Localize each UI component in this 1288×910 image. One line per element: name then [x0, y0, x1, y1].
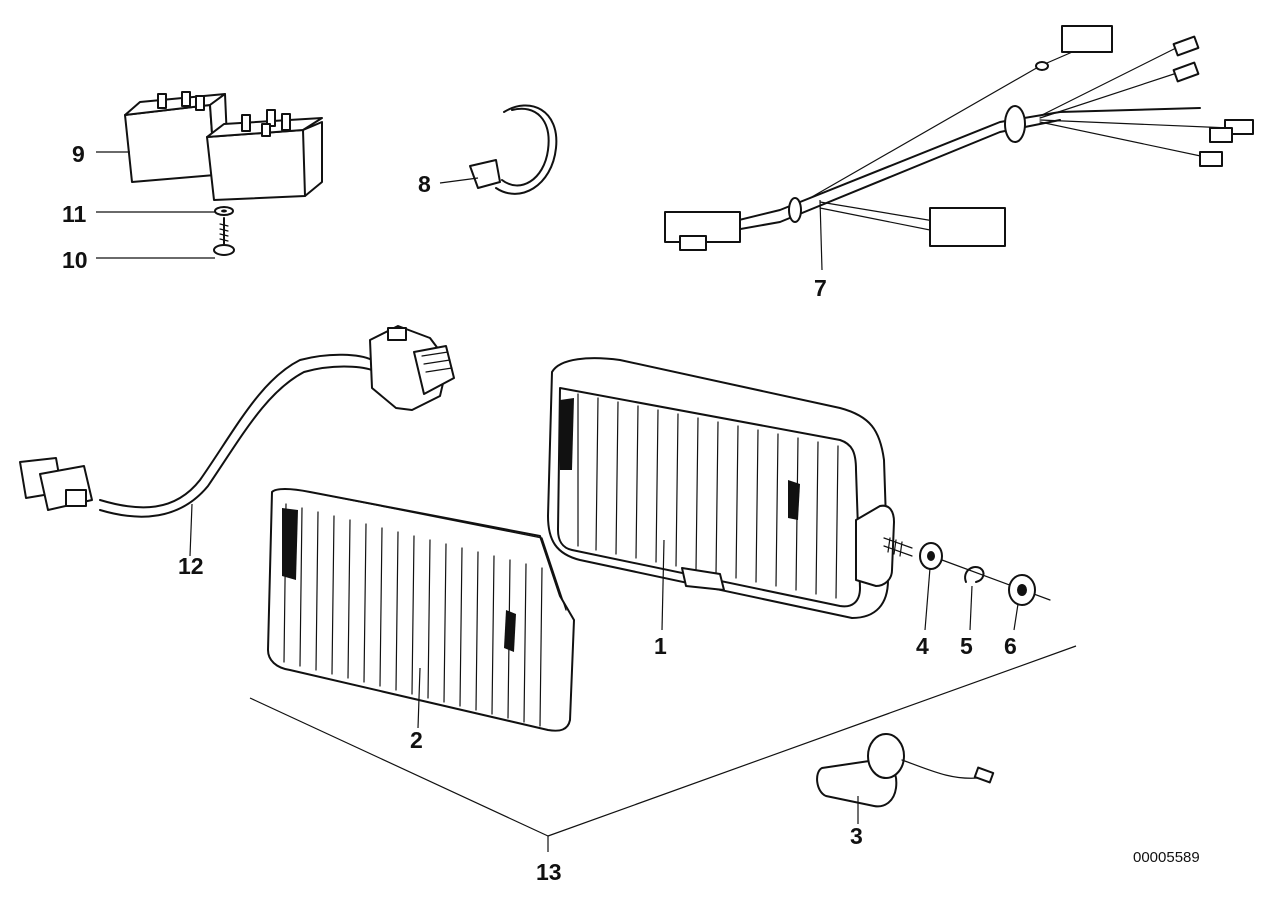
part-label-4: 4 — [916, 633, 929, 659]
part-label-5: 5 — [960, 633, 973, 659]
part-label-2: 2 — [410, 727, 423, 753]
part-label-11: 11 — [62, 201, 87, 227]
part-label-10: 10 — [62, 247, 88, 273]
part-label-3: 3 — [850, 823, 863, 849]
document-number: 00005589 — [1133, 849, 1200, 866]
lamp-lens-illustration — [267, 488, 575, 732]
part-number-labels: 9 11 10 8 7 12 1 4 5 6 2 3 13 — [62, 141, 1017, 885]
wiring-harness-illustration — [664, 25, 1254, 251]
screw-illustration — [213, 206, 235, 256]
leader-lines — [96, 151, 1019, 824]
switch-cable-illustration — [19, 325, 455, 518]
part-label-9: 9 — [72, 141, 85, 167]
mounting-hardware-illustration — [883, 537, 1051, 606]
set-group-line-left — [249, 697, 549, 837]
relay-illustration — [124, 91, 323, 201]
part-label-13: 13 — [536, 859, 562, 885]
part-label-12: 12 — [178, 553, 204, 579]
part-label-1: 1 — [654, 633, 667, 659]
cable-clamp-illustration — [469, 104, 558, 195]
set-group-line-right — [547, 645, 1077, 837]
bulb-holder-illustration — [816, 733, 995, 808]
lamp-housing-illustration — [547, 357, 895, 619]
part-label-7: 7 — [814, 275, 827, 301]
part-label-6: 6 — [1004, 633, 1017, 659]
part-label-8: 8 — [418, 171, 431, 197]
